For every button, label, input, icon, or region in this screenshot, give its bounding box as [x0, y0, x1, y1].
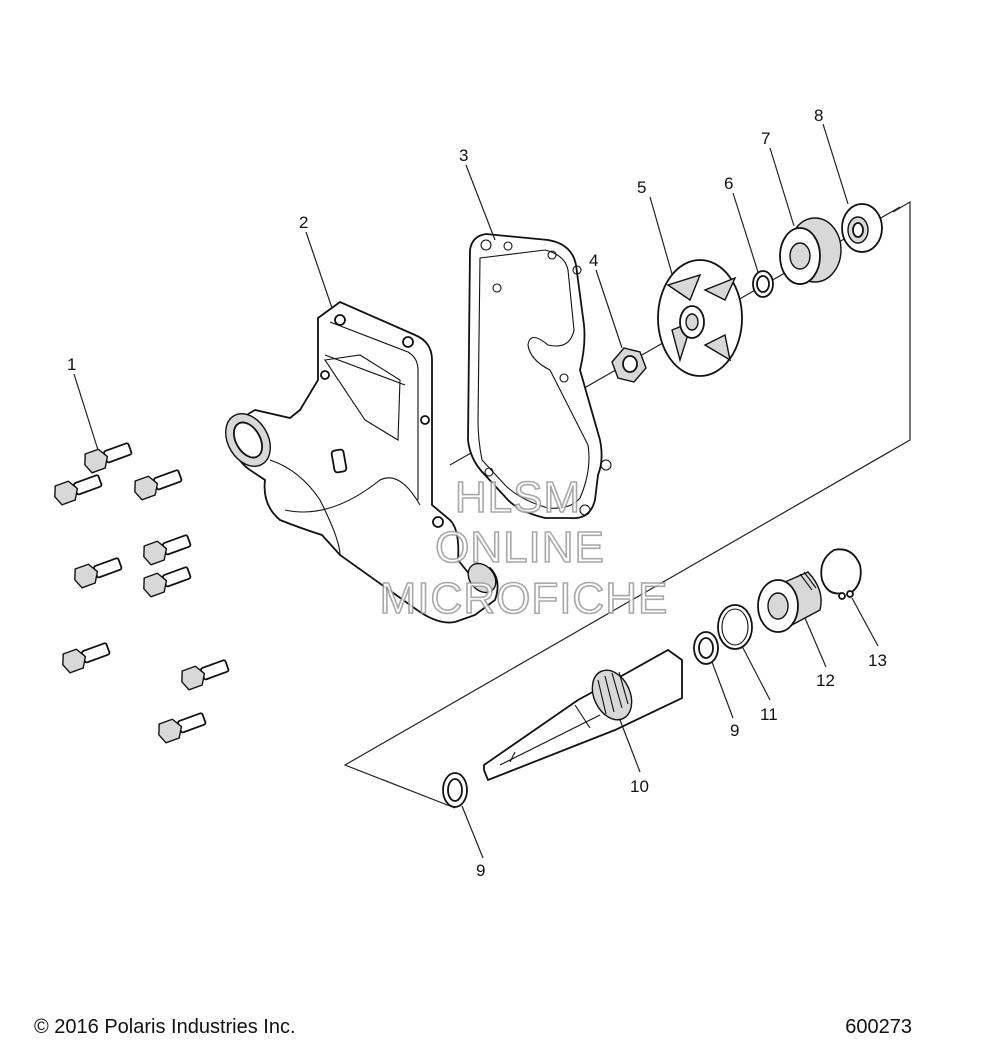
leader-10 — [619, 719, 641, 773]
nut — [611, 347, 647, 383]
callout-8: 8 — [814, 106, 823, 125]
pump-housing — [225, 300, 499, 624]
callout-12: 12 — [816, 671, 835, 690]
washer-lower — [442, 772, 468, 808]
leader-11 — [741, 645, 771, 701]
watermark-line-3: MICROFICHE — [380, 574, 669, 623]
leader-9a — [461, 805, 484, 859]
gasket — [467, 233, 612, 520]
group-bracket-outline — [343, 200, 911, 809]
callout-5: 5 — [637, 178, 646, 197]
callout-3: 3 — [459, 146, 468, 165]
callout-1: 1 — [67, 355, 76, 374]
figure-number: 600273 — [845, 1016, 912, 1038]
bolt — [54, 474, 103, 506]
mechanical-seal — [779, 217, 842, 285]
pump-shaft — [483, 648, 683, 782]
watermark: HLSM ONLINE MICROFICHE — [379, 472, 669, 624]
callout-2: 2 — [299, 213, 308, 232]
snap-ring — [820, 548, 862, 600]
o-ring — [717, 604, 753, 650]
copyright-text: © 2016 Polaris Industries Inc. — [34, 1016, 296, 1038]
leader-12 — [804, 617, 827, 668]
oil-seal — [841, 203, 883, 253]
bolt — [74, 557, 123, 589]
callout-10: 10 — [630, 777, 649, 796]
impeller — [657, 259, 743, 377]
callout-4: 4 — [589, 251, 598, 270]
washer-upper — [693, 631, 719, 665]
callout-9-lower: 9 — [476, 861, 485, 880]
bearing — [757, 571, 822, 633]
watermark-line-2: ONLINE — [435, 523, 605, 572]
leader-13 — [851, 597, 879, 647]
leader-9b — [711, 661, 734, 719]
callout-7: 7 — [761, 129, 770, 148]
leader-6 — [732, 192, 759, 273]
bolt — [62, 642, 111, 674]
bolt-group — [54, 442, 230, 744]
bolt — [143, 534, 192, 566]
leader-4 — [595, 269, 623, 349]
callout-11: 11 — [760, 705, 778, 724]
callout-6: 6 — [724, 174, 733, 193]
watermark-line-1: HLSM — [455, 473, 581, 522]
leader-1 — [73, 373, 99, 451]
leader-7 — [769, 147, 795, 227]
leader-5 — [649, 196, 673, 275]
leader-2 — [305, 231, 333, 309]
bolt — [181, 659, 230, 691]
callout-9-upper: 9 — [730, 721, 739, 740]
bolt — [143, 566, 192, 598]
leader-3 — [465, 164, 496, 241]
bolt — [134, 469, 183, 501]
callout-13: 13 — [868, 651, 887, 670]
washer-small — [752, 270, 774, 298]
bolt — [158, 712, 207, 744]
bolt — [84, 442, 133, 474]
leader-8 — [822, 123, 849, 205]
